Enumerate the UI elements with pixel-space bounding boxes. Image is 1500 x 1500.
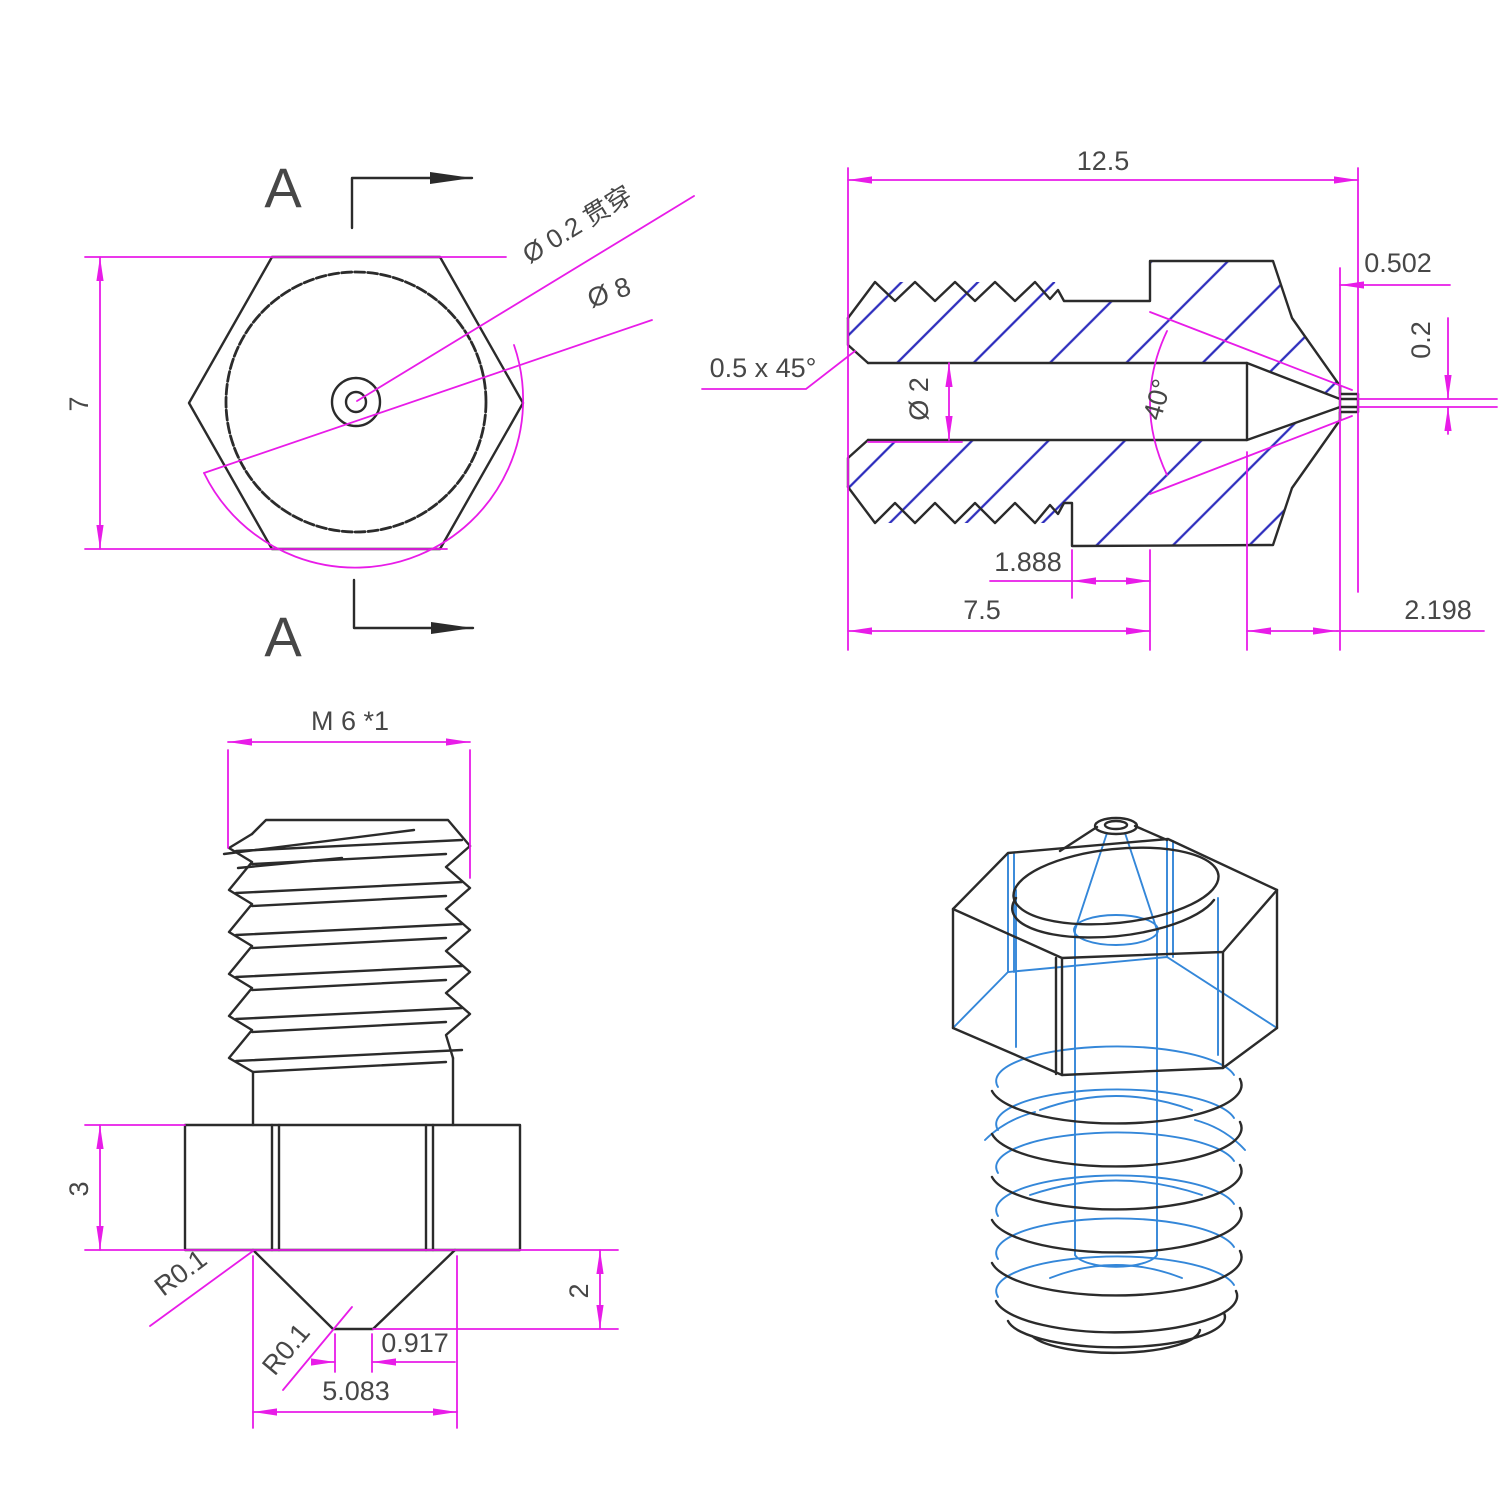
- dim-overall-length-label: 12.5: [1077, 146, 1130, 176]
- dim-cone-base-label: 5.083: [322, 1376, 390, 1406]
- chamfer-leader: [701, 350, 856, 390]
- section-label-top: A: [264, 156, 302, 219]
- chamfer-label: 0.5 x 45°: [710, 353, 817, 383]
- hex-vertical-edges: [951, 888, 1279, 1077]
- bore-bottom-arc: [1074, 1254, 1158, 1268]
- tip-cone-edges: [1058, 824, 1169, 853]
- section-cut-marks: A A: [264, 156, 475, 668]
- hex-outline: [187, 255, 525, 551]
- hex-hidden-bottom-edges: [952, 956, 1278, 1029]
- counterbore-shadow-arc: [1011, 896, 1216, 939]
- thread-right-edge: [444, 844, 472, 1060]
- angle-leg-top: [1149, 311, 1353, 391]
- outline-bottom: [846, 410, 1360, 548]
- fillet-bottom-label: R0.1: [256, 1318, 316, 1381]
- hatch-bottom-region: [848, 407, 1340, 546]
- section-dimensions: 12.5 0.502 0.2 0.5 x 45° Ø 2 40° 1.888 7…: [701, 146, 1498, 651]
- section-hatch: [848, 261, 1340, 546]
- orifice-circle: [344, 390, 368, 414]
- dim-hex-height-label: 7: [64, 396, 94, 411]
- major-dia-leader: [203, 319, 653, 474]
- section-arrow-bottom: [352, 578, 475, 634]
- inner-cone-hidden: [1074, 832, 1158, 931]
- cross-section-view: 12.5 0.502 0.2 0.5 x 45° Ø 2 40° 1.888 7…: [701, 146, 1498, 651]
- bore-circle: [330, 376, 382, 428]
- angle-arc: [1149, 330, 1168, 476]
- side-profile-view: M 6 *1 3 2 R0.1 R0.1 0.917 5.083: [64, 706, 619, 1429]
- shank-edges: [251, 1056, 455, 1127]
- orifice-leader: [356, 195, 695, 402]
- major-dia-arc: [203, 344, 525, 569]
- isometric-3d-view: [951, 816, 1279, 1355]
- dim-bore-label: Ø 2: [904, 377, 934, 421]
- thread-spec-label: M 6 *1: [311, 706, 389, 736]
- iso-solid-black: [951, 816, 1279, 1355]
- dim-tip-height-label: 2: [564, 1283, 594, 1298]
- dim-cone-length-label: 2.198: [1404, 595, 1472, 625]
- bore-hidden-verticals: [1074, 929, 1158, 1256]
- thread-top-cap: [250, 818, 472, 848]
- tip-orifice-ellipse: [1103, 819, 1129, 831]
- cone-angle-label: 40°: [1137, 376, 1177, 424]
- tip-cone: [251, 1248, 457, 1331]
- thread-ring-arcs: [990, 1077, 1243, 1334]
- thread-left-edge: [227, 832, 255, 1074]
- dim-tip-flat-label: 0.917: [381, 1328, 449, 1358]
- part-outline-front: [187, 255, 525, 551]
- bore-lines: [866, 361, 1249, 442]
- thread-helix-lines: [234, 838, 464, 1074]
- thread-body: [222, 818, 472, 1127]
- hex-top-face: [951, 837, 1279, 960]
- thread-circle: [224, 270, 488, 534]
- hex-block: [183, 1123, 522, 1252]
- tip-cone-lines: [1245, 361, 1360, 442]
- section-label-bottom: A: [264, 605, 302, 668]
- angle-leg-bottom: [1149, 415, 1353, 495]
- front-section-view: A A 7 Ø 0.2 贯穿 Ø 8: [64, 156, 695, 668]
- fillet-top-label: R0.1: [149, 1244, 213, 1302]
- fillet-leader-bottom: [282, 1306, 353, 1391]
- tip-outer-ellipse: [1093, 816, 1139, 836]
- dim-tip-length-label: 0.502: [1364, 248, 1432, 278]
- hex-bottom-edges: [951, 1026, 1279, 1077]
- hatch-top-region: [848, 261, 1340, 399]
- outline-top: [846, 259, 1360, 396]
- thread-hidden-arcs: [995, 1045, 1235, 1298]
- dim-orifice-label: 0.2: [1406, 321, 1436, 359]
- dim-groove-label: 1.888: [994, 547, 1062, 577]
- front-dimensions: 7 Ø 0.2 贯穿 Ø 8: [64, 179, 695, 569]
- dim-thread-length-label: 7.5: [963, 595, 1001, 625]
- counterbore-ellipse: [1012, 846, 1220, 926]
- dim-hex-height-label-side: 3: [64, 1181, 94, 1196]
- leader-orifice-label: Ø 0.2 贯穿: [517, 179, 637, 269]
- fillet-leader-top: [149, 1250, 254, 1327]
- section-arrow-top: [350, 172, 474, 230]
- thread-bottom-caps: [1006, 1311, 1227, 1355]
- leader-major-dia-label: Ø 8: [584, 271, 635, 314]
- thread-helix-hints: [984, 1095, 1246, 1279]
- hex-face-edges: [270, 1123, 435, 1252]
- hex-and-tip: [183, 1123, 522, 1331]
